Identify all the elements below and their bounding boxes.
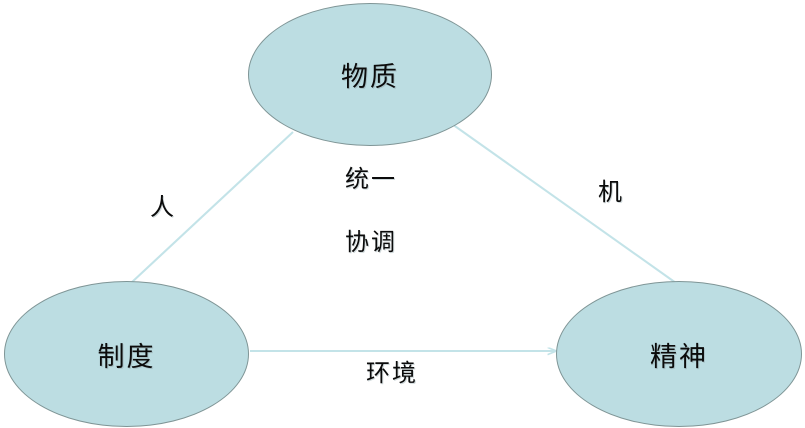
- node-system-label: 制度: [97, 341, 156, 372]
- edge-material-system: [130, 131, 294, 284]
- edge-label-people: 人: [150, 195, 176, 221]
- node-material-label: 物质: [341, 62, 399, 92]
- node-material[interactable]: 物质: [248, 3, 492, 146]
- node-spirit-label: 精神: [650, 341, 708, 372]
- node-spirit[interactable]: 精神: [556, 281, 802, 427]
- node-system[interactable]: 制度: [4, 281, 249, 427]
- center-label-unify: 统一: [345, 167, 397, 193]
- center-label-harmony: 协调: [345, 230, 397, 256]
- edge-label-machine: 机: [598, 180, 624, 206]
- edge-label-environment: 环境: [366, 361, 418, 387]
- edge-material-spirit: [451, 123, 677, 284]
